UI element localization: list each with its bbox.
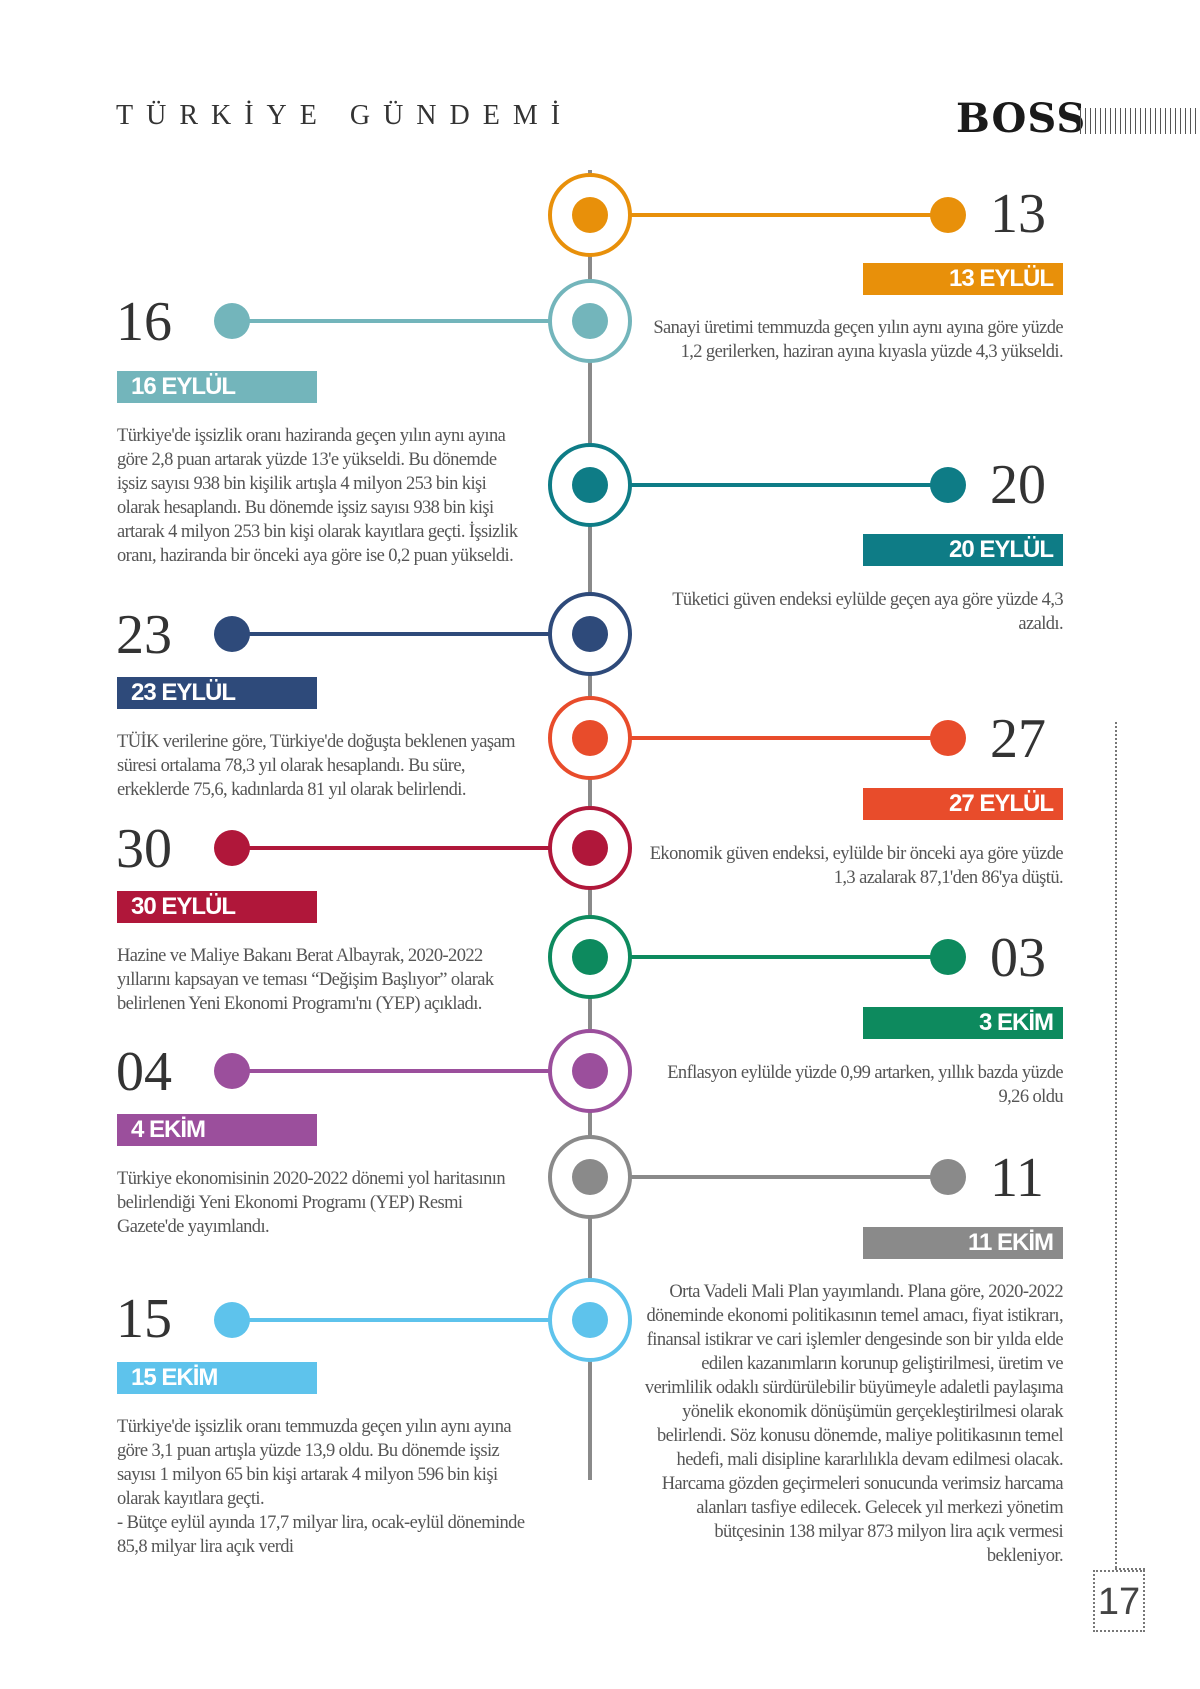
connector-line: [232, 846, 590, 850]
event-description-text: Ekonomik güven endeksi, eylülde bir önce…: [649, 844, 1064, 888]
event-description: Enflasyon eylülde yüzde 0,99 artarken, y…: [643, 1061, 1063, 1109]
magazine-logo: BOSS: [956, 95, 1087, 142]
page-border-line: [1115, 1568, 1145, 1570]
connector-end-dot-icon: [214, 1302, 250, 1338]
event-description: Hazine ve Maliye Bakanı Berat Albayrak, …: [117, 944, 529, 1016]
event-date-label: 13 EYLÜL: [863, 263, 1063, 295]
event-day-number: 03: [990, 927, 1046, 989]
event-day-number: 27: [990, 708, 1046, 770]
event-date-label: 27 EYLÜL: [863, 788, 1063, 820]
event-description: Türkiye'de işsizlik oranı haziranda geçe…: [117, 424, 529, 568]
event-description-text: Türkiye ekonomisinin 2020-2022 dönemi yo…: [117, 1169, 506, 1237]
connector-end-dot-icon: [214, 616, 250, 652]
timeline-dot-icon: [572, 303, 608, 339]
timeline-dot-icon: [572, 830, 608, 866]
event-description: TÜİK verilerine göre, Türkiye'de doğuşta…: [117, 730, 529, 802]
event-description: Ekonomik güven endeksi, eylülde bir önce…: [643, 842, 1064, 890]
event-description-text: Enflasyon eylülde yüzde 0,99 artarken, y…: [667, 1063, 1063, 1107]
event-description-text: Tüketici güven endeksi eylülde geçen aya…: [672, 590, 1063, 634]
event-description-text: Türkiye'de işsizlik oranı haziranda geçe…: [117, 426, 518, 566]
connector-end-dot-icon: [930, 1159, 966, 1195]
connector-line: [590, 955, 948, 959]
event-description-text: Orta Vadeli Mali Plan yayımlandı. Plana …: [644, 1282, 1064, 1566]
event-day-number: 04: [116, 1041, 172, 1103]
event-day-number: 30: [116, 818, 172, 880]
connector-end-dot-icon: [214, 303, 250, 339]
event-date-label: 20 EYLÜL: [863, 534, 1063, 566]
page-border-line: [1115, 722, 1117, 1568]
connector-end-dot-icon: [214, 830, 250, 866]
event-date-label: 15 EKİM: [117, 1362, 317, 1394]
connector-line: [590, 1175, 948, 1179]
event-description-text: Sanayi üretimi temmuzda geçen yılın aynı…: [653, 318, 1063, 362]
timeline-ring-icon: [548, 696, 632, 780]
timeline-ring-icon: [548, 1135, 632, 1219]
event-day-number: 23: [116, 604, 172, 666]
timeline-dot-icon: [572, 1053, 608, 1089]
timeline-dot-icon: [572, 616, 608, 652]
event-day-number: 16: [116, 291, 172, 353]
event-description-note: - Bütçe eylül ayında 17,7 milyar lira, o…: [117, 1513, 525, 1557]
timeline-dot-icon: [572, 197, 608, 233]
event-description: Türkiye ekonomisinin 2020-2022 dönemi yo…: [117, 1167, 529, 1239]
event-date-label: 3 EKİM: [863, 1007, 1063, 1039]
event-description: Tüketici güven endeksi eylülde geçen aya…: [643, 588, 1063, 636]
timeline-ring-icon: [548, 915, 632, 999]
timeline-dot-icon: [572, 720, 608, 756]
event-day-number: 13: [990, 183, 1046, 245]
connector-line: [232, 1069, 590, 1073]
connector-line: [590, 736, 948, 740]
event-day-number: 15: [116, 1288, 172, 1350]
event-description: Sanayi üretimi temmuzda geçen yılın aynı…: [643, 316, 1063, 364]
connector-end-dot-icon: [930, 197, 966, 233]
connector-end-dot-icon: [930, 720, 966, 756]
event-description: Türkiye'de işsizlik oranı temmuzda geçen…: [117, 1415, 529, 1559]
connector-line: [590, 213, 948, 217]
event-date-label: 4 EKİM: [117, 1114, 317, 1146]
barcode-decoration: [1080, 108, 1200, 134]
section-title: TÜRKİYE GÜNDEMİ: [116, 100, 574, 131]
event-day-number: 20: [990, 454, 1046, 516]
page-number: 17: [1093, 1570, 1145, 1632]
connector-end-dot-icon: [930, 939, 966, 975]
timeline-dot-icon: [572, 939, 608, 975]
timeline-dot-icon: [572, 1159, 608, 1195]
connector-line: [232, 319, 590, 323]
connector-line: [590, 483, 948, 487]
event-date-label: 30 EYLÜL: [117, 891, 317, 923]
event-description: Orta Vadeli Mali Plan yayımlandı. Plana …: [643, 1280, 1064, 1568]
event-description-text: Türkiye'de işsizlik oranı temmuzda geçen…: [117, 1417, 512, 1509]
timeline-dot-icon: [572, 467, 608, 503]
connector-line: [232, 632, 590, 636]
event-day-number: 11: [990, 1147, 1044, 1209]
event-date-label: 16 EYLÜL: [117, 371, 317, 403]
event-description-text: Hazine ve Maliye Bakanı Berat Albayrak, …: [117, 946, 494, 1014]
event-date-label: 11 EKİM: [863, 1227, 1063, 1259]
event-description-text: TÜİK verilerine göre, Türkiye'de doğuşta…: [117, 732, 516, 800]
connector-end-dot-icon: [930, 467, 966, 503]
connector-end-dot-icon: [214, 1053, 250, 1089]
timeline-dot-icon: [572, 1302, 608, 1338]
connector-line: [232, 1318, 590, 1322]
event-date-label: 23 EYLÜL: [117, 677, 317, 709]
